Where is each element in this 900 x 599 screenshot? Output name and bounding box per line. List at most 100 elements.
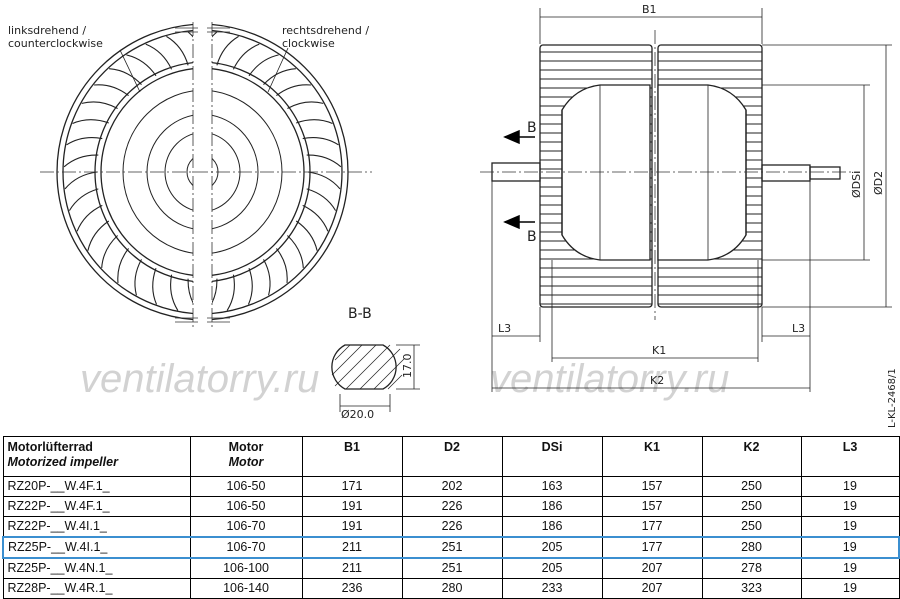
column-header-sub: Motorized impeller (7, 455, 118, 469)
impeller-blade (66, 137, 103, 146)
table-cell: 236 (301, 578, 403, 599)
table-cell: 19 (800, 496, 900, 517)
impeller-blade (222, 279, 244, 308)
dim-l3-left-label: L3 (498, 322, 511, 335)
section-arrows (503, 129, 535, 230)
table-cell: 280 (701, 536, 802, 559)
table-cell: 205 (501, 557, 603, 579)
table-cell: 323 (701, 578, 802, 599)
column-header: D2 (401, 436, 503, 477)
impeller-blade (247, 268, 253, 305)
table-cell: 106-50 (189, 476, 303, 497)
impeller-blade (287, 235, 304, 268)
table-cell: 250 (701, 516, 802, 538)
impeller-blade (81, 101, 118, 109)
rotation-left-label-de: linksdrehend / (8, 24, 86, 37)
impeller-blade (307, 171, 341, 190)
impeller-blade (287, 101, 324, 109)
impeller-blade (263, 259, 271, 296)
impeller-blade (152, 268, 158, 305)
impeller-blade (117, 248, 130, 283)
impeller-blade (226, 274, 235, 311)
table-cell: 106-70 (189, 516, 303, 538)
column-header-main: DSi (541, 440, 563, 454)
impeller-blade (77, 236, 113, 243)
impeller-blade (302, 204, 329, 232)
shaft-flat-dimension: 17.0 (401, 354, 414, 379)
impeller-blade (248, 54, 279, 77)
table-cell: 106-100 (189, 557, 303, 579)
impeller-blade (76, 204, 103, 232)
table-cell: 251 (401, 536, 503, 559)
table-cell: 205 (501, 536, 603, 559)
impeller-blade (109, 68, 142, 85)
column-header-sub: Motor (228, 455, 264, 469)
section-marker-top: B (527, 120, 537, 136)
impeller-blade (306, 188, 337, 211)
column-header-main: Motorlüfterrad (7, 440, 93, 454)
impeller-model-cell: RZ25P-__W.4N.1_ (2, 557, 191, 579)
impeller-blade (187, 278, 193, 304)
column-header-main: L3 (842, 440, 858, 454)
table-cell: 250 (701, 496, 802, 517)
watermark-left: ventilatorry.ru (80, 357, 319, 401)
section-title: B-B (348, 306, 372, 322)
impeller-blade (183, 280, 200, 312)
shaft-section (331, 344, 420, 412)
table-cell: 191 (301, 516, 403, 538)
dim-dsi-label: ØDSi (850, 171, 863, 198)
impeller-blade (104, 259, 136, 275)
impeller-blade (166, 35, 189, 66)
table-cell: 226 (401, 496, 503, 517)
impeller-blade (312, 133, 341, 155)
table-cell: 19 (800, 536, 900, 559)
impeller-blade (301, 93, 322, 123)
table-cell: 278 (701, 557, 802, 579)
impeller-blade (64, 133, 93, 155)
rotation-leader-lines (119, 47, 289, 93)
impeller-blade (126, 54, 157, 77)
column-header: K1 (601, 436, 703, 477)
column-header: DSi (501, 436, 603, 477)
table-cell: 177 (601, 516, 703, 538)
column-header-main: K2 (743, 440, 760, 454)
side-view (491, 44, 841, 308)
table-cell: 207 (601, 557, 703, 579)
dimension-lines (491, 8, 892, 392)
dim-b1-label: B1 (642, 3, 657, 16)
impeller-blade (63, 154, 99, 168)
impeller-blade (292, 236, 328, 243)
table-cell: 157 (601, 476, 703, 497)
dim-l3-right-label: L3 (792, 322, 805, 335)
shaft-diameter-dimension: Ø20.0 (341, 408, 374, 421)
impeller-blade (60, 155, 92, 172)
table-cell: 177 (601, 536, 703, 559)
table-cell: 19 (800, 578, 900, 599)
table-cell: 186 (501, 516, 603, 538)
side-view-centerlines (480, 30, 860, 320)
impeller-blade (205, 280, 222, 312)
impeller-blade (145, 43, 173, 70)
table-cell: 233 (501, 578, 603, 599)
table-cell: 106-70 (189, 536, 303, 559)
dim-d2-label: ØD2 (872, 171, 885, 195)
impeller-blade (87, 220, 110, 251)
impeller-blade (308, 113, 333, 139)
impeller-blade (276, 84, 311, 97)
impeller-blade (101, 235, 118, 268)
rotation-right-label-en: clockwise (282, 37, 335, 50)
impeller-blade (83, 93, 104, 123)
impeller-blade (296, 119, 333, 125)
impeller-blade (94, 84, 129, 97)
table-cell: 163 (501, 476, 603, 497)
impeller-blade (68, 188, 99, 211)
column-header: K2 (701, 436, 802, 477)
impeller-model-cell: RZ22P-__W.4F.1_ (2, 496, 191, 517)
impeller-model-cell: RZ25P-__W.4I.1_ (2, 536, 191, 559)
